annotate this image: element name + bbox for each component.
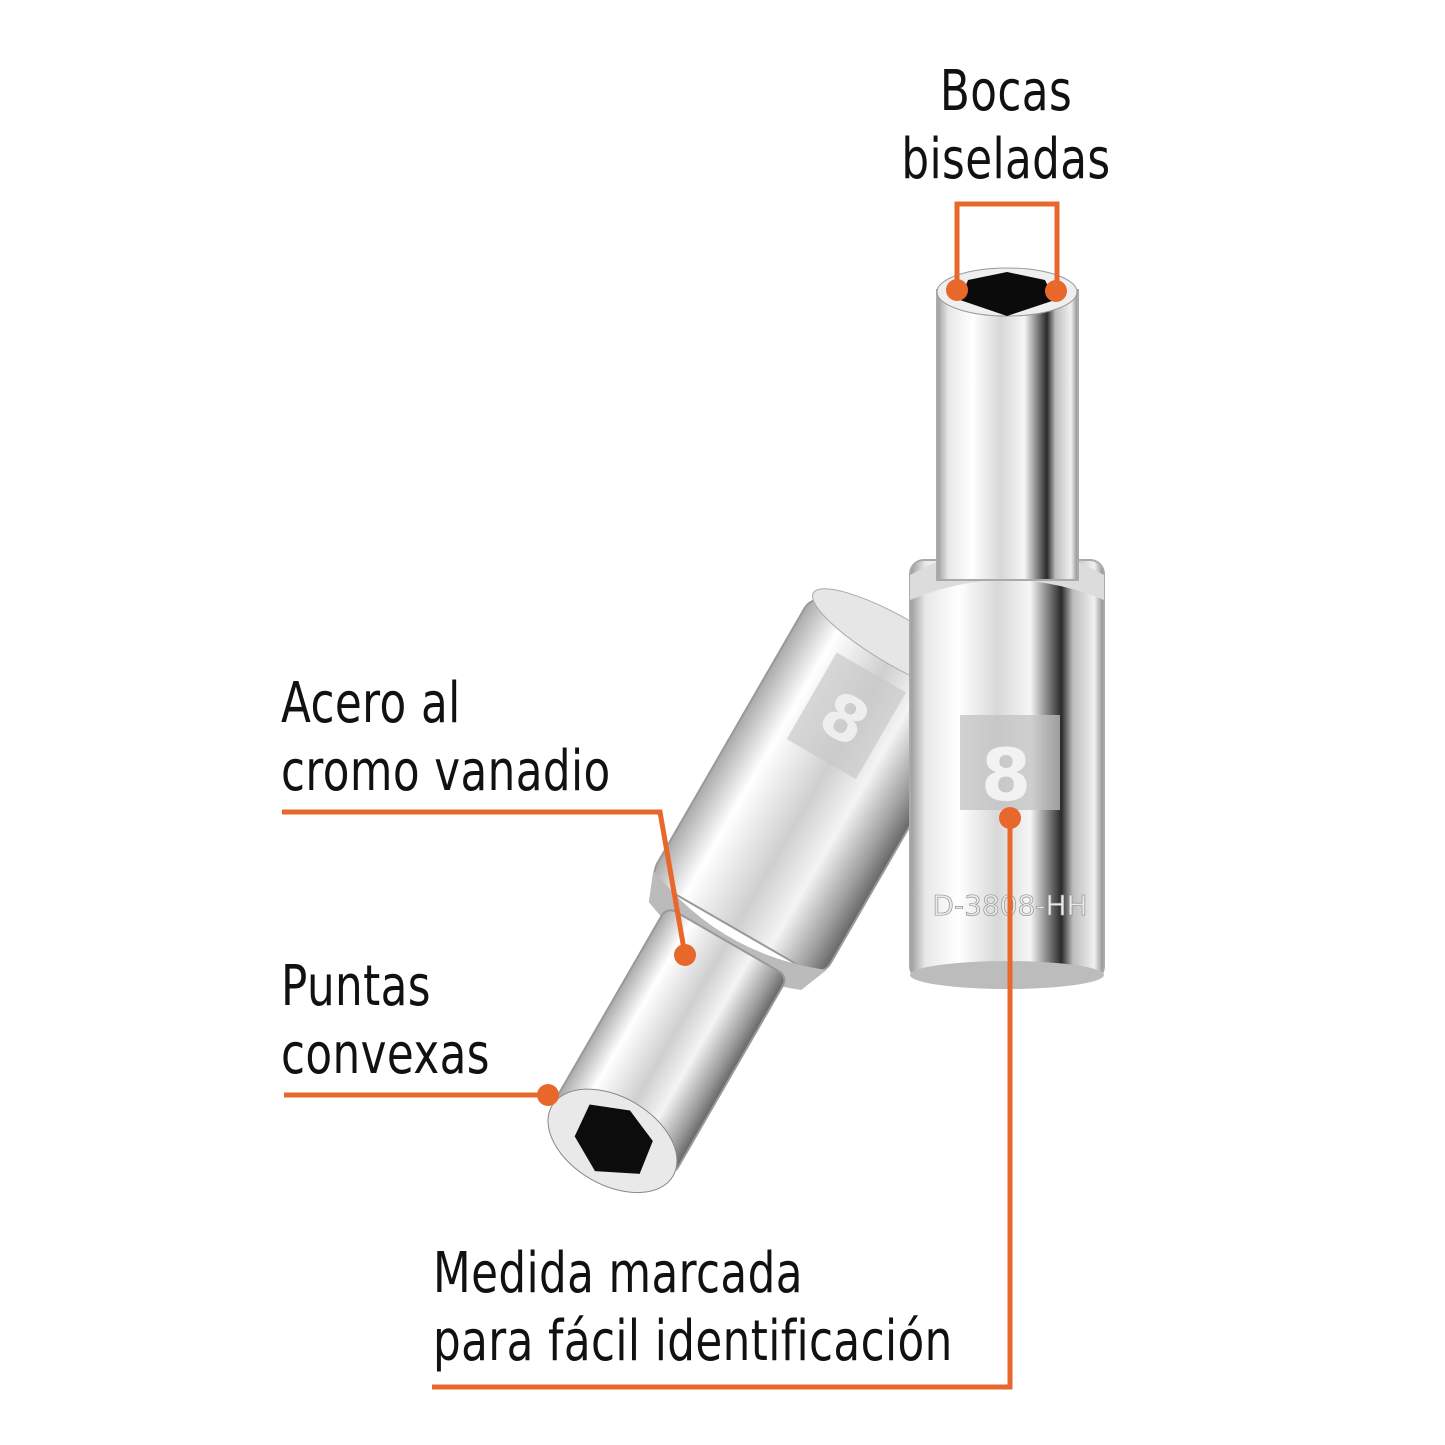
medida-dot (999, 807, 1021, 829)
puntas-dot (537, 1084, 559, 1106)
callout-line: Bocas (939, 59, 1073, 124)
callout-line: Puntas (281, 954, 431, 1019)
bocas-dot-right (1045, 280, 1067, 302)
callout-lines (282, 201, 1060, 1390)
bocas-dot-left (946, 279, 968, 301)
callout-line: convexas (281, 1022, 490, 1087)
callout-line: biseladas (901, 127, 1111, 192)
callout-line: Acero al (281, 671, 461, 736)
callout-medida-marcada: Medida marcada para fácil identificación (433, 1240, 953, 1376)
upright-socket-size-mark: 8 (981, 733, 1031, 817)
callout-line: cromo vanadio (281, 739, 611, 804)
medida-leader (432, 818, 1013, 1390)
bocas-bracket (954, 201, 1060, 290)
upright-socket: 8 D-3808-HH (909, 267, 1105, 989)
acero-leader (282, 809, 688, 956)
callout-line: Medida marcada (433, 1241, 803, 1306)
callout-dots (537, 279, 1067, 1106)
callout-line: para fácil identificación (433, 1309, 953, 1374)
callout-acero-cromo-vanadio: Acero al cromo vanadio (281, 670, 611, 806)
lying-socket: 8 (547, 588, 988, 1194)
callout-bocas-biseladas: Bocas biseladas (889, 58, 1123, 194)
callout-puntas-convexas: Puntas convexas (281, 953, 490, 1089)
acero-dot (674, 944, 696, 966)
